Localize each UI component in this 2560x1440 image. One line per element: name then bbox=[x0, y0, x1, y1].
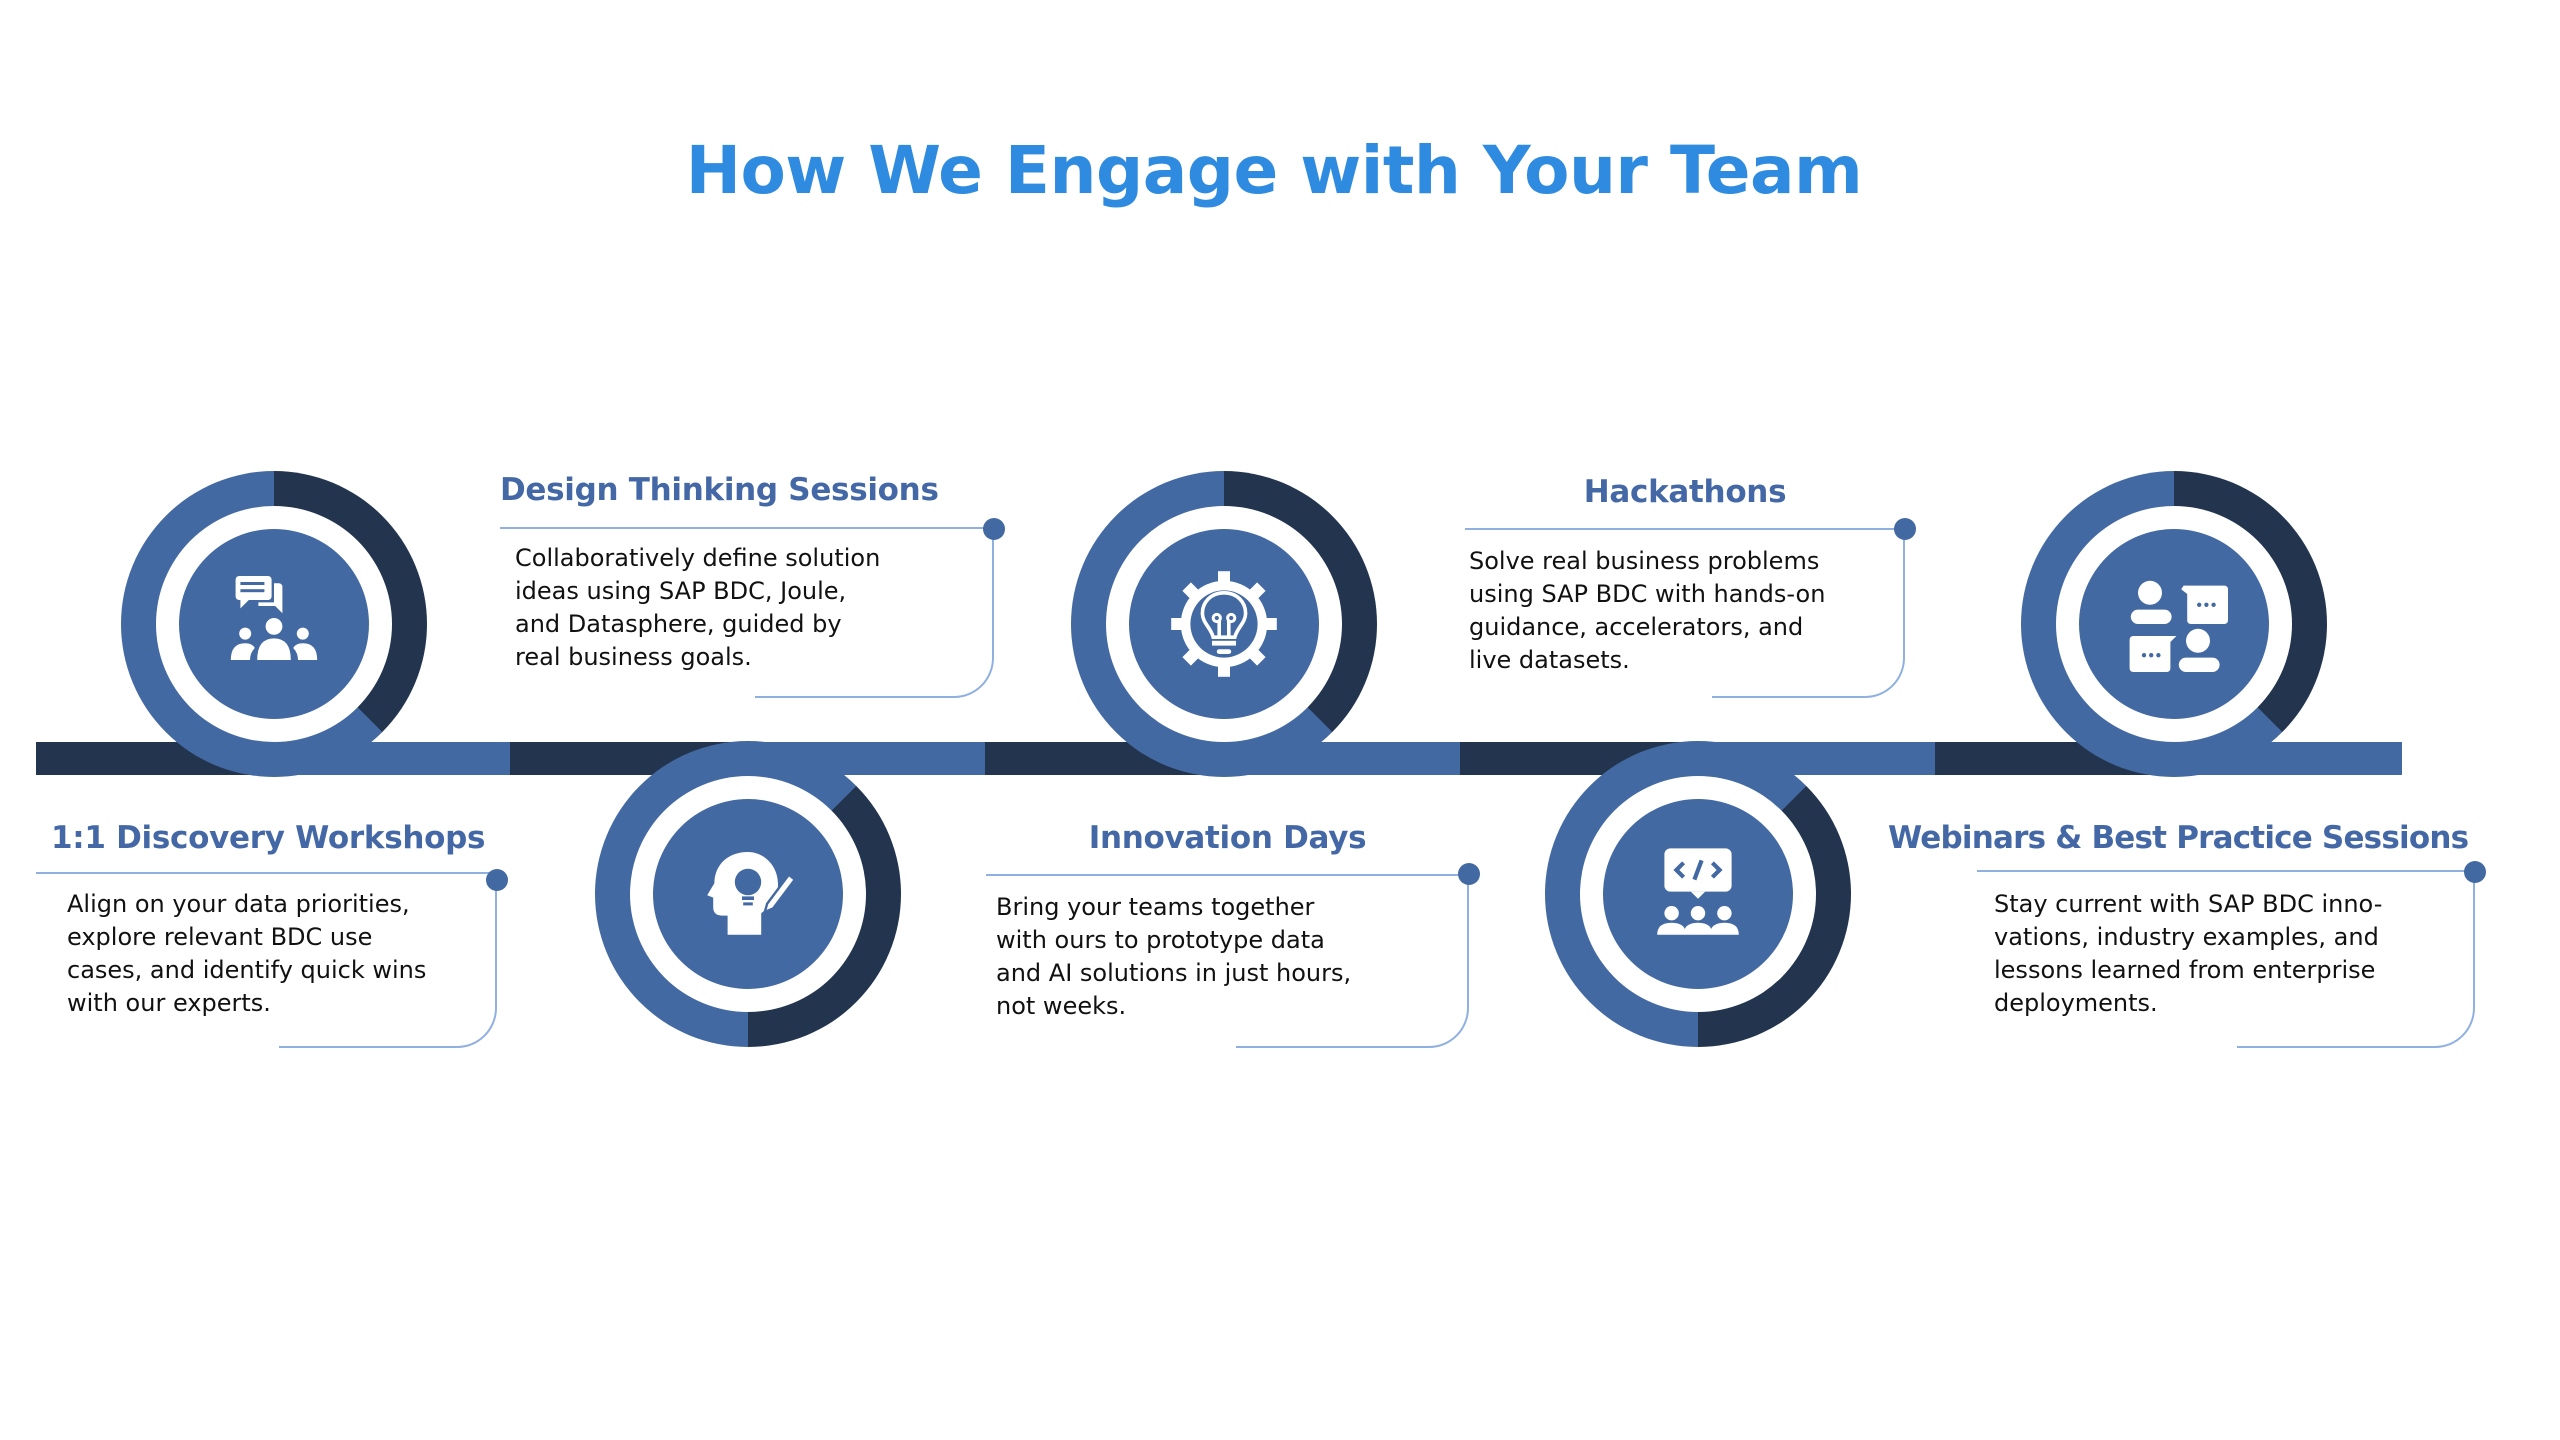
item-title: Innovation Days bbox=[1088, 820, 1367, 856]
connector-line bbox=[36, 872, 497, 874]
circle-hackathons bbox=[1545, 741, 1851, 1047]
connector-dot bbox=[1458, 863, 1480, 885]
connector-dot bbox=[486, 869, 508, 891]
circle-innovation bbox=[1071, 471, 1377, 777]
connector-line bbox=[1977, 870, 2475, 872]
connector-line bbox=[986, 874, 1469, 876]
circle-webinars bbox=[2021, 471, 2327, 777]
code-presentation-icon bbox=[1657, 848, 1739, 935]
item-description: Align on your data priorities,explore re… bbox=[67, 890, 427, 1017]
people-chat-icon bbox=[230, 576, 318, 660]
connector-line bbox=[1236, 876, 1469, 1048]
connector-line bbox=[1465, 528, 1905, 530]
item-title: 1:1 Discovery Workshops bbox=[51, 820, 486, 856]
connector-dot bbox=[1894, 518, 1916, 540]
head-lightbulb-pencil-icon bbox=[707, 852, 797, 935]
connector-line bbox=[279, 880, 497, 1048]
page-title: How We Engage with Your Team bbox=[685, 132, 1863, 209]
item-title: Design Thinking Sessions bbox=[500, 472, 939, 508]
connector-dot bbox=[983, 518, 1005, 540]
connector-dot bbox=[2464, 861, 2486, 883]
gear-lightbulb-icon bbox=[1171, 571, 1277, 677]
item-title: Webinars & Best Practice Sessions bbox=[1888, 820, 2469, 856]
connector-line bbox=[2237, 874, 2475, 1048]
circle-discovery bbox=[121, 471, 427, 777]
item-description: Stay current with SAP BDC inno-vations, … bbox=[1994, 890, 2383, 1017]
circle-design-thinking bbox=[595, 741, 901, 1047]
connector-line bbox=[755, 530, 994, 698]
item-title: Hackathons bbox=[1583, 474, 1787, 510]
conversation-icon bbox=[2129, 580, 2228, 672]
connector-line bbox=[500, 527, 994, 529]
connector-line bbox=[1712, 530, 1905, 698]
